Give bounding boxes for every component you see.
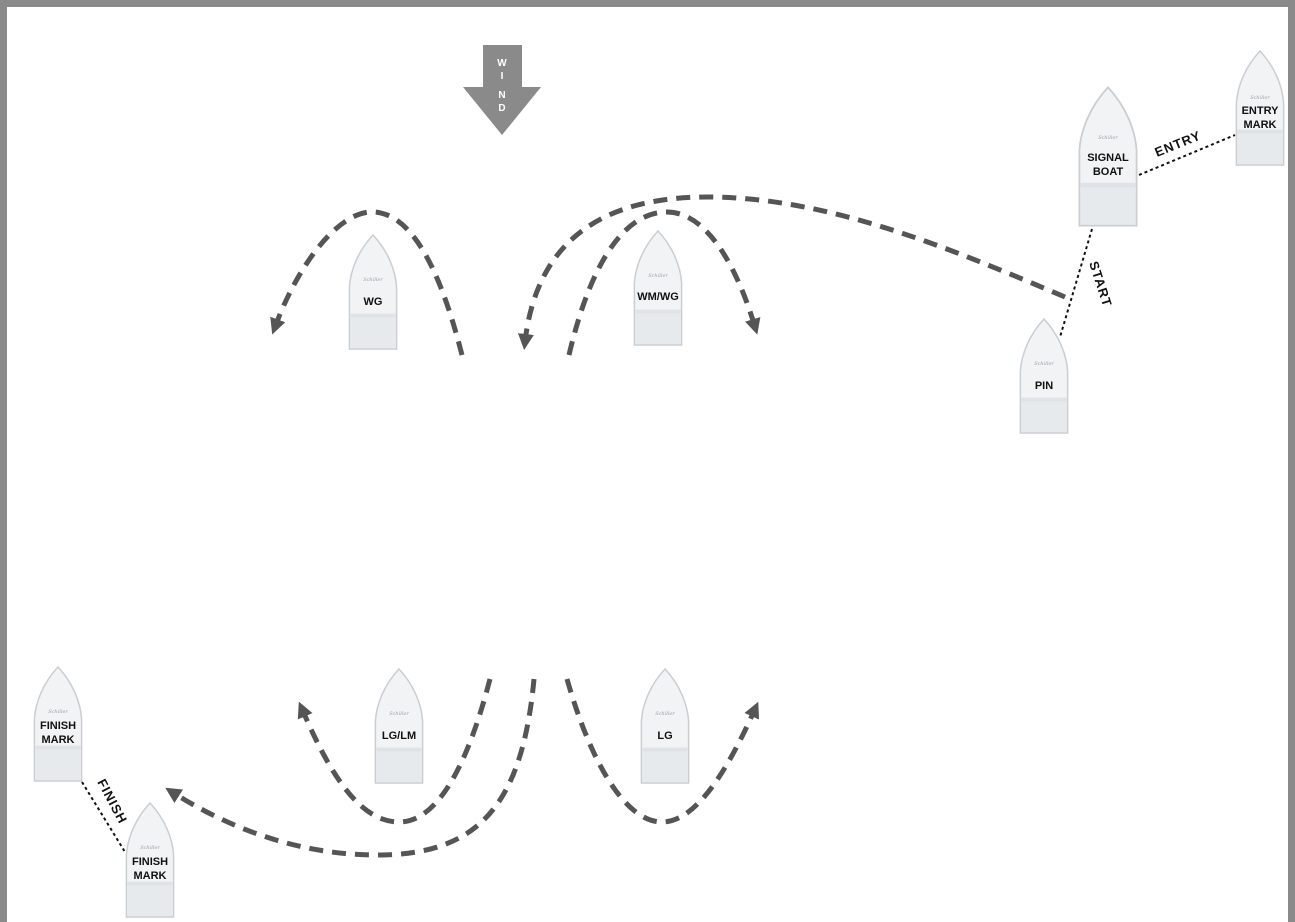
signal-boat-brand: Schiller [1098, 135, 1118, 141]
lg-mark: Schiller LG [640, 668, 690, 784]
course-arrow-lg-rounding [564, 678, 760, 825]
pin-label: PIN [1035, 380, 1053, 392]
finish-mark-lower-label-1: FINISH [132, 856, 168, 868]
start-line [1059, 228, 1093, 338]
wind-arrow: W I N D [463, 45, 541, 135]
entry-mark-label-2: MARK [1244, 119, 1277, 131]
pin-brand: Schiller [1034, 361, 1054, 367]
entry-mark: Schiller ENTRY MARK [1235, 50, 1285, 166]
lg-lm-label: LG/LM [382, 730, 416, 742]
finish-mark-upper-label-2: MARK [42, 734, 75, 746]
wind-letter-w: W [497, 58, 507, 69]
finish-line-label: FINISH [94, 776, 130, 826]
course-arrow-lg-lm-rounding [297, 678, 493, 825]
signal-boat-label-2: BOAT [1093, 166, 1124, 178]
diagram-svg: W I N D ENTRY START FINISH Schiller SIGN… [33, 45, 1285, 918]
finish-line [81, 781, 126, 853]
course-arrows [165, 194, 1066, 858]
wind-letter-n: N [498, 90, 505, 101]
signal-boat-label-1: SIGNAL [1087, 152, 1129, 164]
finish-mark-upper-label-1: FINISH [40, 720, 76, 732]
course-arrow-wg-rounding [270, 209, 465, 356]
course-arrow-to-finish [165, 678, 537, 858]
wm-wg-brand: Schiller [648, 273, 668, 279]
entry-line [1138, 134, 1236, 176]
wg-label: WG [364, 296, 383, 308]
wind-letter-d: D [498, 103, 505, 114]
entry-mark-brand: Schiller [1250, 95, 1270, 101]
wind-letter-i: I [501, 71, 504, 82]
lg-brand: Schiller [655, 711, 675, 717]
course-arrow-wm-rounding [566, 209, 761, 356]
lg-lm-brand: Schiller [389, 711, 409, 717]
wm-wg-label: WM/WG [637, 291, 679, 303]
entry-line-label: ENTRY [1153, 128, 1204, 160]
finish-mark-lower-brand: Schiller [140, 845, 160, 851]
line-segments [81, 134, 1236, 853]
finish-mark-upper-brand: Schiller [48, 709, 68, 715]
wg-brand: Schiller [363, 277, 383, 283]
wm-wg-mark: Schiller WM/WG [633, 230, 683, 346]
pin-mark: Schiller PIN [1019, 318, 1069, 434]
entry-mark-label-1: ENTRY [1242, 105, 1280, 117]
start-line-label: START [1086, 259, 1115, 309]
signal-boat: Schiller SIGNAL BOAT [1078, 86, 1138, 227]
lg-lm-mark: Schiller LG/LM [374, 668, 424, 784]
finish-mark-lower: Schiller FINISH MARK [125, 802, 175, 918]
finish-mark-lower-label-2: MARK [134, 870, 167, 882]
lg-label: LG [657, 730, 672, 742]
course-arrow-start-to-windward [517, 194, 1066, 350]
wg-mark: Schiller WG [348, 234, 398, 350]
finish-mark-upper: Schiller FINISH MARK [33, 666, 83, 782]
